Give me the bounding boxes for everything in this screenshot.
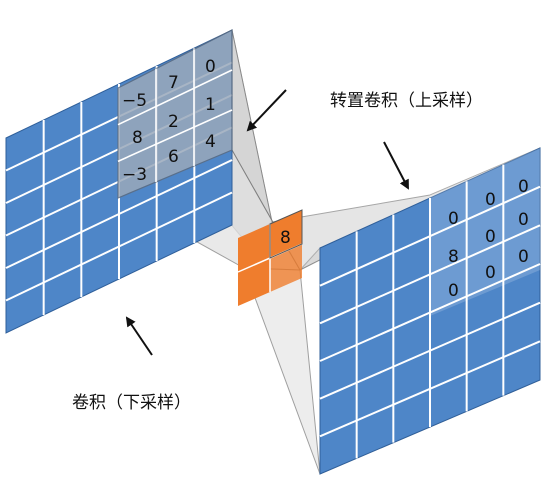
output-value: 0 xyxy=(518,247,529,267)
kernel-value: 1 xyxy=(205,95,216,115)
kernel-value: 7 xyxy=(168,73,179,93)
output-value: 0 xyxy=(485,263,496,283)
conv-label: 卷积（下采样） xyxy=(72,393,191,413)
grid-line xyxy=(319,185,541,287)
grid-line xyxy=(117,109,233,163)
output-value: 0 xyxy=(485,227,496,247)
grid-line xyxy=(319,301,541,400)
output-value: 0 xyxy=(518,177,529,197)
output-value: 0 xyxy=(485,190,496,210)
kernel-value: 2 xyxy=(168,112,179,132)
output-value: 0 xyxy=(448,281,459,301)
kernel-value: −5 xyxy=(122,91,147,111)
bottleneck-grid: 8 xyxy=(237,209,303,306)
grid-line xyxy=(319,224,541,325)
output-kernel-region xyxy=(430,148,540,316)
transposed-conv-label: 转置卷积（上采样） xyxy=(330,91,483,111)
kernel-value: −3 xyxy=(122,165,147,185)
output-value: 0 xyxy=(448,209,459,229)
output-values: 0 0 0 0 0 8 0 0 0 xyxy=(448,177,529,301)
output-grid xyxy=(319,147,541,475)
input-kernel-values: 7 0 −5 1 2 8 4 6 −3 xyxy=(122,57,216,185)
kernel-value: 4 xyxy=(205,132,216,152)
grid-line xyxy=(319,340,541,438)
grid-line xyxy=(319,263,541,362)
arrow-to-output-frustum xyxy=(383,141,409,190)
kernel-value: 8 xyxy=(132,128,143,148)
grid-line xyxy=(117,69,233,126)
arrow-to-input-grid xyxy=(125,316,153,356)
grid-line xyxy=(5,159,233,269)
output-value: 8 xyxy=(448,247,459,267)
output-value: 0 xyxy=(518,210,529,230)
kernel-value: 6 xyxy=(168,147,179,167)
bottleneck-value: 8 xyxy=(280,228,291,248)
grid-line xyxy=(5,191,233,302)
input-kernel-grid xyxy=(117,49,233,182)
arrow-to-input-kernel xyxy=(246,89,287,132)
kernel-value: 0 xyxy=(205,57,216,77)
